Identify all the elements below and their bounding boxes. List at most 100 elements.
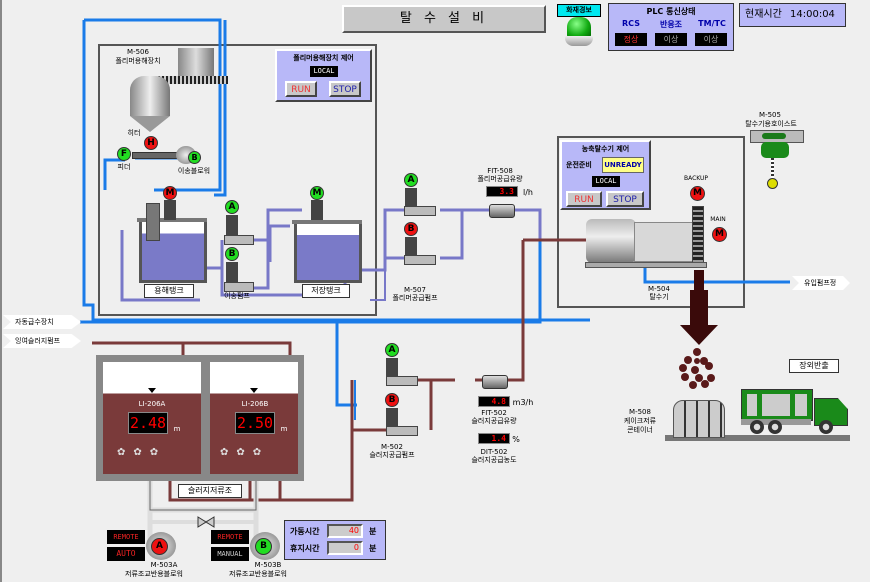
dewatering-base [585, 262, 707, 268]
feeder-pipe [132, 152, 180, 159]
polymer-control-title: 폴리머용해장치 제어 [293, 54, 354, 62]
plc-tmtc-status: 이상 [695, 33, 727, 46]
diffuser-icons: ✿✿✿ [220, 447, 270, 458]
sludge-density-value: 1.4 [478, 433, 510, 444]
sludge-pump-a-icon[interactable]: A [385, 343, 399, 357]
level-a-unit: m [173, 425, 181, 433]
sludge-pump-id: M-502 [381, 443, 403, 451]
plc-reactor-status: 이상 [655, 33, 687, 46]
hoist-chain [771, 158, 774, 178]
polymer-tank-cone-icon [130, 116, 170, 132]
timer-panel: 가동시간 40 분 휴지시간 0 분 [284, 520, 386, 560]
polymer-feed-pump-a-icon[interactable]: A [404, 173, 418, 187]
truck-wheel [819, 420, 833, 434]
blower-label: 이송블로워 [177, 167, 211, 175]
dewatering-machine-name: 탈수기 [649, 293, 669, 301]
dewatering-run-button[interactable]: RUN [566, 191, 602, 207]
polymer-stop-button[interactable]: STOP [329, 81, 361, 97]
backup-label: BACKUP [683, 175, 709, 182]
sludge-pump-b-casing [386, 426, 418, 436]
sludge-flowmeter-icon [482, 375, 508, 389]
dewatering-stop-button[interactable]: STOP [606, 191, 644, 207]
main-label: MAIN [710, 216, 726, 223]
rest-time-unit: 분 [369, 544, 377, 553]
page-title: 탈 수 설 비 [342, 5, 546, 33]
cake-container-name2: 콘테이너 [627, 426, 653, 434]
heater-motor-icon[interactable]: H [144, 136, 158, 150]
sludge-pump-a-casing [386, 376, 418, 386]
truck-cargo-icon [741, 389, 813, 421]
transfer-pump-a-casing [224, 235, 254, 245]
diffuser-icons: ✿✿✿ [117, 447, 167, 458]
level-b-value: 2.50 [235, 412, 275, 434]
blower-motor-icon[interactable]: B [188, 151, 201, 164]
storage-tank-label: 저장탱크 [302, 284, 350, 298]
polymer-feed-pump-b-icon[interactable]: B [404, 222, 418, 236]
sludge-tank-a: LI-206A 2.48 m ✿✿✿ [103, 362, 201, 474]
polymer-flow-value: 3.3 [486, 186, 518, 197]
fire-alarm-label: 화재경보 [557, 4, 601, 17]
blower-a-motor-icon[interactable]: A [151, 538, 168, 555]
outlet-pump-tag[interactable]: 유입펌프정 [792, 276, 850, 290]
fire-alarm-beacon-icon[interactable] [565, 17, 593, 47]
feeder-motor-icon[interactable]: F [117, 147, 131, 161]
hoist-trolley [762, 133, 786, 139]
polymer-flow-name: 폴리머공급유량 [477, 175, 523, 183]
dewatering-mode-display: LOCAL [592, 176, 620, 187]
auto-water-tag[interactable]: 자동급수장치 [3, 315, 81, 329]
sludge-pump-b-icon[interactable]: B [385, 393, 399, 407]
polymer-frame [98, 44, 377, 316]
hoist-icon[interactable] [761, 142, 789, 158]
main-motor-icon[interactable]: M [712, 227, 727, 242]
transfer-pump-b-body [226, 262, 238, 282]
sludge-flow-unit: m3/h [512, 398, 534, 407]
cake-container-name1: 케이크저류 [623, 417, 657, 425]
blower-a-remote-display: REMOTE [107, 530, 145, 544]
rest-time-label: 휴지시간 [290, 544, 320, 553]
sludge-density-id: DIT-502 [480, 448, 508, 456]
excess-sludge-tag[interactable]: 잉여슬러지펌프 [3, 334, 81, 348]
run-time-unit: 분 [369, 527, 377, 536]
level-a-value: 2.48 [128, 412, 168, 434]
rest-time-value[interactable]: 0 [327, 541, 363, 555]
ready-label: 운전준비 [566, 161, 592, 169]
backup-motor-icon[interactable]: M [690, 186, 705, 201]
export-label: 장외반출 [789, 359, 839, 373]
polymer-feed-pump-b-casing [404, 255, 436, 265]
sludge-pump-name: 슬러지공급펌프 [369, 451, 415, 459]
dissolve-tank-lid [137, 218, 207, 222]
ready-status-display: UNREADY [602, 157, 644, 173]
dewatering-machine-id: M-504 [648, 285, 670, 293]
transfer-pump-b-icon[interactable]: B [225, 247, 239, 261]
level-marker-icon [250, 388, 258, 393]
sludge-flow-value: 4.8 [478, 396, 510, 407]
transfer-pump-b-casing [224, 282, 254, 292]
cake-container-id: M-508 [629, 408, 651, 416]
polymer-flow-id: FIT-508 [487, 167, 513, 175]
sludge-flow-name: 슬러지공급유량 [471, 417, 517, 425]
transfer-pump-a-icon[interactable]: A [225, 200, 239, 214]
hoist-hook-icon [767, 178, 778, 189]
plc-status-title: PLC 통신상태 [646, 7, 696, 16]
polymer-tank-icon [130, 76, 170, 116]
polymer-hopper-icon [178, 48, 214, 76]
hoist-id: M-505 [759, 111, 781, 119]
storage-tank-lid [292, 220, 362, 224]
storage-mixer-motor-icon[interactable]: M [310, 186, 324, 200]
polymer-feed-pump-b-body [405, 237, 417, 255]
run-time-value[interactable]: 40 [327, 524, 363, 538]
cake-container-icon [673, 400, 725, 438]
dissolve-mixer-motor-icon[interactable]: M [163, 186, 177, 200]
plc-reactor-label: 반응조 [659, 20, 683, 29]
blower-a-mode-display: AUTO [107, 547, 145, 561]
polymer-unit-name: 폴리머용해장치 [115, 57, 161, 65]
polymer-feed-pump-a-casing [404, 206, 436, 216]
blower-b-name: 저류조교반용블로워 [229, 570, 287, 578]
dewatering-control-title: 농축탈수기 제어 [581, 145, 630, 153]
plc-status-panel: PLC 통신상태 RCS 반응조 TM/TC 정상 이상 이상 [608, 3, 734, 51]
transfer-pump-label: 이송펌프 [224, 292, 250, 300]
blower-b-motor-icon[interactable]: B [255, 538, 272, 555]
polymer-feed-pump-name: 폴리머공급펌프 [392, 294, 438, 302]
polymer-run-button[interactable]: RUN [285, 81, 317, 97]
dissolve-tank-inlet [146, 203, 160, 241]
